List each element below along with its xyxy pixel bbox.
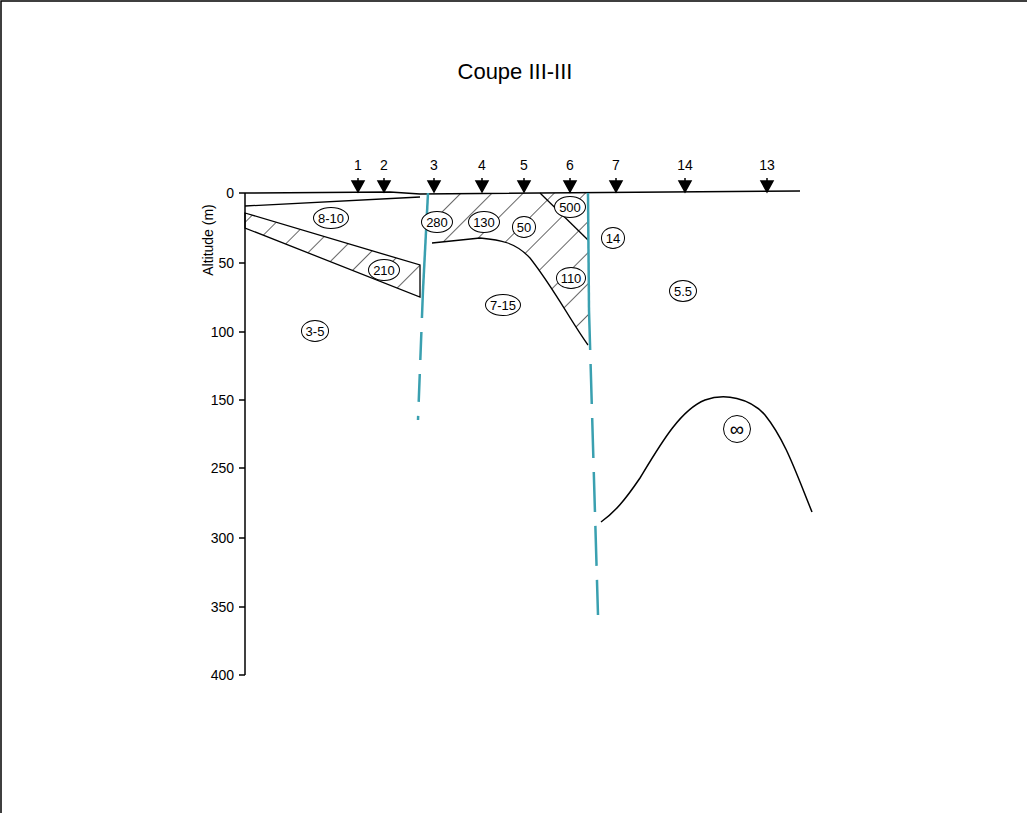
resistivity-circle: 110 bbox=[556, 267, 587, 289]
station-number: 13 bbox=[759, 158, 775, 172]
station-number: 2 bbox=[380, 158, 388, 172]
tick-label: 400 bbox=[211, 668, 234, 682]
station-number: 7 bbox=[612, 158, 620, 172]
tick-label: 350 bbox=[211, 600, 234, 614]
tick-label: 150 bbox=[211, 393, 234, 407]
body-outline bbox=[601, 397, 812, 522]
layer-boundary bbox=[432, 238, 588, 345]
station-number: 14 bbox=[677, 158, 693, 172]
resistivity-circle: 500 bbox=[554, 196, 586, 218]
fault-line bbox=[588, 193, 589, 310]
altitude-axis bbox=[244, 193, 246, 675]
station-number: 5 bbox=[520, 158, 528, 172]
resistivity-value: 7-15 bbox=[490, 299, 516, 312]
tick-label: 300 bbox=[211, 531, 234, 545]
resistivity-value: 3-5 bbox=[306, 325, 325, 338]
resistivity-circle: 14 bbox=[601, 227, 625, 249]
tick-label: 100 bbox=[211, 325, 234, 339]
layer-boundary bbox=[540, 193, 588, 240]
resistivity-circle: 210 bbox=[368, 259, 400, 281]
resistivity-circle: 280 bbox=[421, 211, 453, 233]
resistivity-circle: 50 bbox=[512, 216, 536, 238]
station-number: 1 bbox=[354, 158, 362, 172]
axis-title: Altitude (m) bbox=[201, 204, 215, 276]
section-title: Coupe III-III bbox=[458, 61, 573, 83]
resistivity-value: 500 bbox=[559, 201, 581, 214]
resistivity-circle: ∞ bbox=[723, 415, 751, 443]
resistivity-value: 110 bbox=[561, 272, 582, 285]
station-markers bbox=[352, 178, 773, 192]
resistivity-circle: 130 bbox=[468, 211, 500, 233]
resistivity-circle: 8-10 bbox=[313, 207, 349, 229]
resistivity-value: 210 bbox=[373, 264, 395, 277]
fault-line bbox=[418, 290, 423, 420]
resistivity-value: 130 bbox=[473, 216, 495, 229]
resistivity-value: ∞ bbox=[730, 419, 744, 439]
resistivity-circle: 5.5 bbox=[669, 280, 697, 302]
fault-line bbox=[423, 193, 428, 290]
resistivity-value: 14 bbox=[606, 232, 620, 245]
ground-surface bbox=[245, 191, 800, 194]
station-number: 6 bbox=[566, 158, 574, 172]
axis-ticks bbox=[239, 193, 245, 675]
resistivity-circle: 7-15 bbox=[485, 294, 521, 316]
resistivity-value: 280 bbox=[426, 216, 448, 229]
resistivity-value: 5.5 bbox=[674, 285, 692, 298]
station-number: 4 bbox=[478, 158, 486, 172]
hatched-layer bbox=[432, 193, 588, 345]
layer-boundary bbox=[245, 197, 420, 206]
station-number: 3 bbox=[430, 158, 438, 172]
fault-line bbox=[589, 310, 598, 615]
tick-label: 250 bbox=[211, 461, 234, 475]
resistivity-value: 50 bbox=[517, 221, 531, 234]
tick-label: 50 bbox=[218, 256, 234, 270]
tick-label: 0 bbox=[226, 186, 234, 200]
resistivity-circle: 3-5 bbox=[301, 320, 330, 342]
resistivity-value: 8-10 bbox=[318, 212, 344, 225]
